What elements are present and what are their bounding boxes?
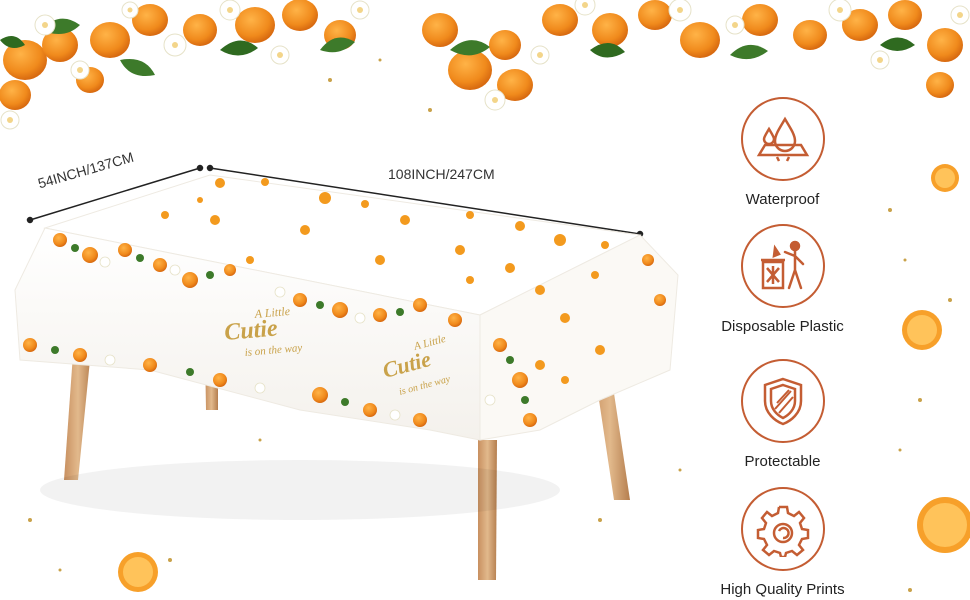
cloth-text-line1: A Little: [253, 304, 291, 321]
table-legs: [64, 340, 630, 580]
feature-disposable: Disposable Plastic: [700, 224, 865, 335]
length-dimension-label: 108INCH/247CM: [388, 166, 495, 182]
waterproof-badge: [740, 97, 825, 181]
feature-label-waterproof: Waterproof: [745, 191, 820, 208]
disposable-badge: [740, 224, 825, 308]
feature-waterproof: Waterproof: [700, 97, 865, 208]
feature-high-quality-prints: High Quality Prints: [700, 487, 865, 598]
cloth-text-line3: is on the way: [244, 342, 303, 359]
cloth-orange-dots: [161, 178, 609, 384]
orange-cluster-left: [0, 0, 370, 130]
tablecloth: A Little Cutie is on the way A Little Cu…: [14, 174, 679, 441]
trash-bin-icon: [760, 240, 804, 290]
cloth-garland: [23, 233, 666, 427]
feature-protectable: Protectable: [700, 359, 865, 470]
orange-cluster-right: [422, 0, 970, 111]
gear-icon: [756, 505, 809, 557]
top-garland: [0, 0, 970, 130]
feature-label-disposable: Disposable Plastic: [721, 318, 844, 335]
feature-label-protectable: Protectable: [744, 453, 821, 470]
protectable-badge: [740, 359, 825, 443]
cloth-text-line2: Cutie: [223, 315, 279, 346]
water-drop-icon: [756, 116, 809, 162]
orange-slices: [118, 164, 970, 592]
gold-sparkles: [28, 58, 952, 592]
feature-label-high-quality-prints: High Quality Prints: [720, 581, 845, 598]
high-quality-prints-badge: [740, 487, 825, 571]
shield-icon: [763, 377, 802, 426]
